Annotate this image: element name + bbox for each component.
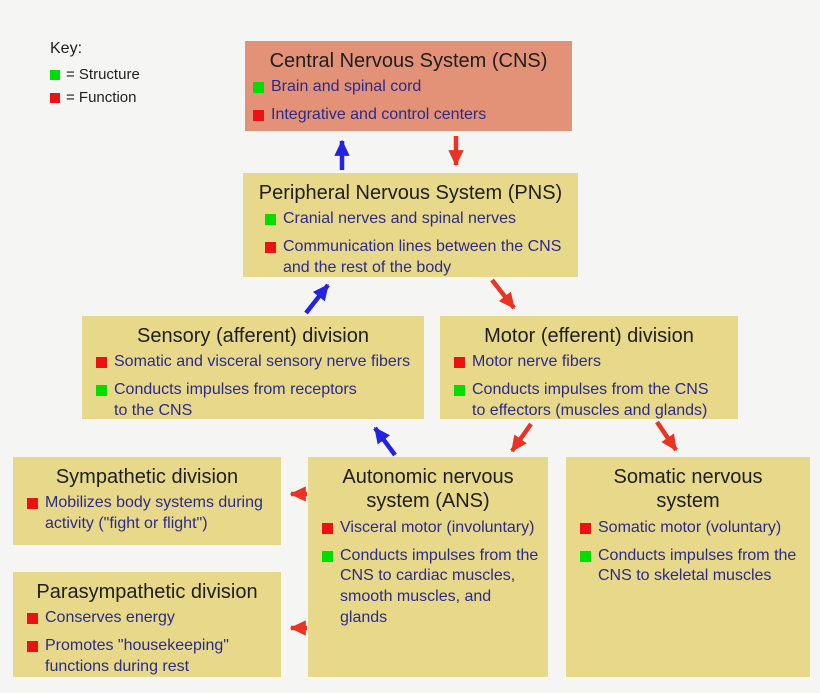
box-autonomic-nervous-system: Autonomic nervous system (ANS) Visceral … (308, 457, 548, 677)
bullet-item: Brain and spinal cord (253, 77, 566, 98)
box-somatic-nervous-system: Somatic nervous system Somatic motor (vo… (566, 457, 810, 677)
bullet-item: Conducts impulses from the CNS to effect… (454, 380, 732, 422)
bullet-item: Visceral motor (involuntary) (322, 518, 542, 539)
bullet-text: Mobilizes body systems during activity (… (45, 494, 263, 533)
legend-key: Key: = Structure = Function (50, 40, 140, 112)
bullet-text: Conducts impulses from the CNS to cardia… (340, 546, 539, 626)
key-item-function: = Function (50, 89, 140, 106)
box-motor-division: Motor (efferent) division Motor nerve fi… (440, 316, 738, 419)
box-title: Autonomic nervous system (ANS) (342, 466, 514, 513)
box-sensory-division: Sensory (afferent) division Somatic and … (82, 316, 424, 419)
bullet-text: Somatic motor (voluntary) (598, 518, 782, 536)
box-title: Somatic nervous system (613, 466, 763, 513)
bullet-list: Conserves energy Promotes "housekeeping"… (13, 608, 281, 677)
bullet-text: Conducts impulses from the CNS to effect… (472, 381, 709, 419)
bullet-square-icon (454, 385, 465, 397)
arrow-pns-to-motor (490, 278, 516, 310)
bullet-text: Integrative and control centers (271, 106, 487, 124)
bullet-item: Conducts impulses from the CNS to skelet… (580, 546, 804, 588)
bullet-square-icon (454, 357, 465, 369)
bullet-square-icon (253, 82, 264, 94)
bullet-item: Motor nerve fibers (454, 352, 732, 373)
bullet-item: Somatic motor (voluntary) (580, 518, 804, 539)
bullet-text: Conducts impulses from the CNS to skelet… (598, 546, 797, 585)
bullet-list: Visceral motor (involuntary) Conducts im… (308, 518, 548, 629)
box-cns: Central Nervous System (CNS) Brain and s… (245, 41, 572, 131)
key-item-label: = Structure (66, 66, 140, 83)
bullet-square-icon (580, 550, 591, 562)
bullet-square-icon (580, 522, 591, 534)
key-title: Key: (50, 40, 83, 57)
bullet-square-icon (265, 242, 276, 254)
bullet-square-icon (27, 498, 38, 510)
box-title: Sensory (afferent) division (137, 325, 369, 347)
bullet-text: Conducts impulses from receptors to the … (114, 381, 357, 419)
bullet-item: Mobilizes body systems during activity (… (27, 493, 275, 535)
bullet-text: Motor nerve fibers (472, 353, 601, 371)
bullet-square-icon (27, 641, 38, 653)
bullet-text: Communication lines between the CNS and … (283, 238, 562, 276)
box-parasympathetic-division: Parasympathetic division Conserves energ… (13, 572, 281, 677)
arrow-motor-to-ans (510, 422, 533, 453)
arrow-ans-to-sensory (373, 426, 397, 457)
structure-square-icon (50, 69, 60, 80)
box-pns: Peripheral Nervous System (PNS) Cranial … (243, 173, 578, 277)
bullet-square-icon (265, 214, 276, 226)
bullet-item: Conserves energy (27, 608, 275, 629)
arrow-sensory-to-pns (304, 283, 330, 315)
bullet-item: Communication lines between the CNS and … (265, 237, 572, 279)
bullet-square-icon (322, 550, 333, 562)
bullet-item: Conducts impulses from receptors to the … (96, 380, 418, 422)
box-title: Sympathetic division (55, 466, 239, 488)
bullet-text: Visceral motor (involuntary) (340, 518, 535, 536)
arrow-motor-to-somatic (655, 420, 678, 452)
bullet-text: Conserves energy (45, 609, 175, 627)
bullet-text: Cranial nerves and spinal nerves (283, 210, 517, 228)
bullet-square-icon (253, 110, 264, 122)
bullet-text: Somatic and visceral sensory nerve fiber… (114, 353, 411, 371)
bullet-item: Promotes "housekeeping" functions during… (27, 636, 275, 678)
key-item-label: = Function (66, 89, 137, 106)
bullet-item: Somatic and visceral sensory nerve fiber… (96, 352, 418, 373)
bullet-list: Motor nerve fibers Conducts impulses fro… (440, 352, 738, 421)
bullet-square-icon (96, 357, 107, 369)
bullet-item: Integrative and control centers (253, 105, 566, 126)
box-title: Parasympathetic division (36, 581, 258, 603)
bullet-text: Brain and spinal cord (271, 78, 422, 96)
bullet-text: Promotes "housekeeping" functions during… (45, 637, 229, 675)
bullet-list: Cranial nerves and spinal nerves Communi… (243, 209, 578, 278)
bullet-list: Somatic motor (voluntary) Conducts impul… (566, 518, 810, 587)
bullet-square-icon (322, 522, 333, 534)
bullet-item: Conducts impulses from the CNS to cardia… (322, 546, 542, 629)
function-square-icon (50, 92, 60, 103)
box-title: Central Nervous System (CNS) (269, 50, 548, 72)
bullet-list: Somatic and visceral sensory nerve fiber… (82, 352, 424, 421)
box-title: Peripheral Nervous System (PNS) (258, 182, 563, 204)
bullet-list: Brain and spinal cord Integrative and co… (245, 77, 572, 126)
bullet-square-icon (96, 385, 107, 397)
box-title: Motor (efferent) division (484, 325, 694, 347)
bullet-square-icon (27, 613, 38, 625)
key-item-structure: = Structure (50, 66, 140, 83)
bullet-item: Cranial nerves and spinal nerves (265, 209, 572, 230)
box-sympathetic-division: Sympathetic division Mobilizes body syst… (13, 457, 281, 545)
bullet-list: Mobilizes body systems during activity (… (13, 493, 281, 535)
